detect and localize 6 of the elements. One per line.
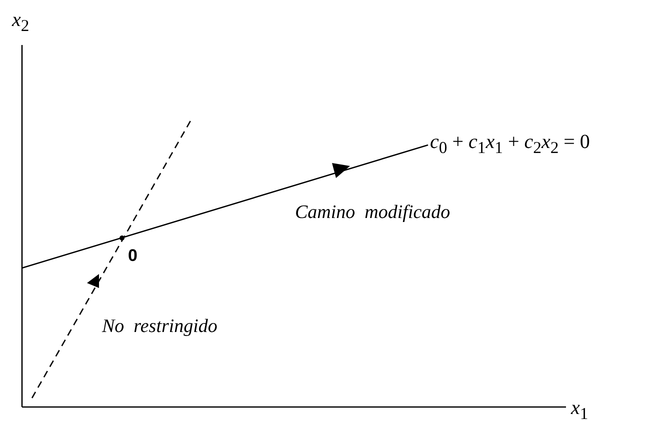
equation-label: c$_{0}$ + c$_{1}$x$_{1}$ + c$_{2}$x$_{2}$ = 0	[430, 132, 590, 157]
axis-label: x$_{1}$	[571, 398, 588, 421]
path-label: No restringido	[102, 317, 218, 336]
axis-label: x$_{2}$	[12, 10, 30, 35]
point-label: 0	[128, 247, 138, 264]
path-label: Camino modificado	[295, 203, 450, 222]
